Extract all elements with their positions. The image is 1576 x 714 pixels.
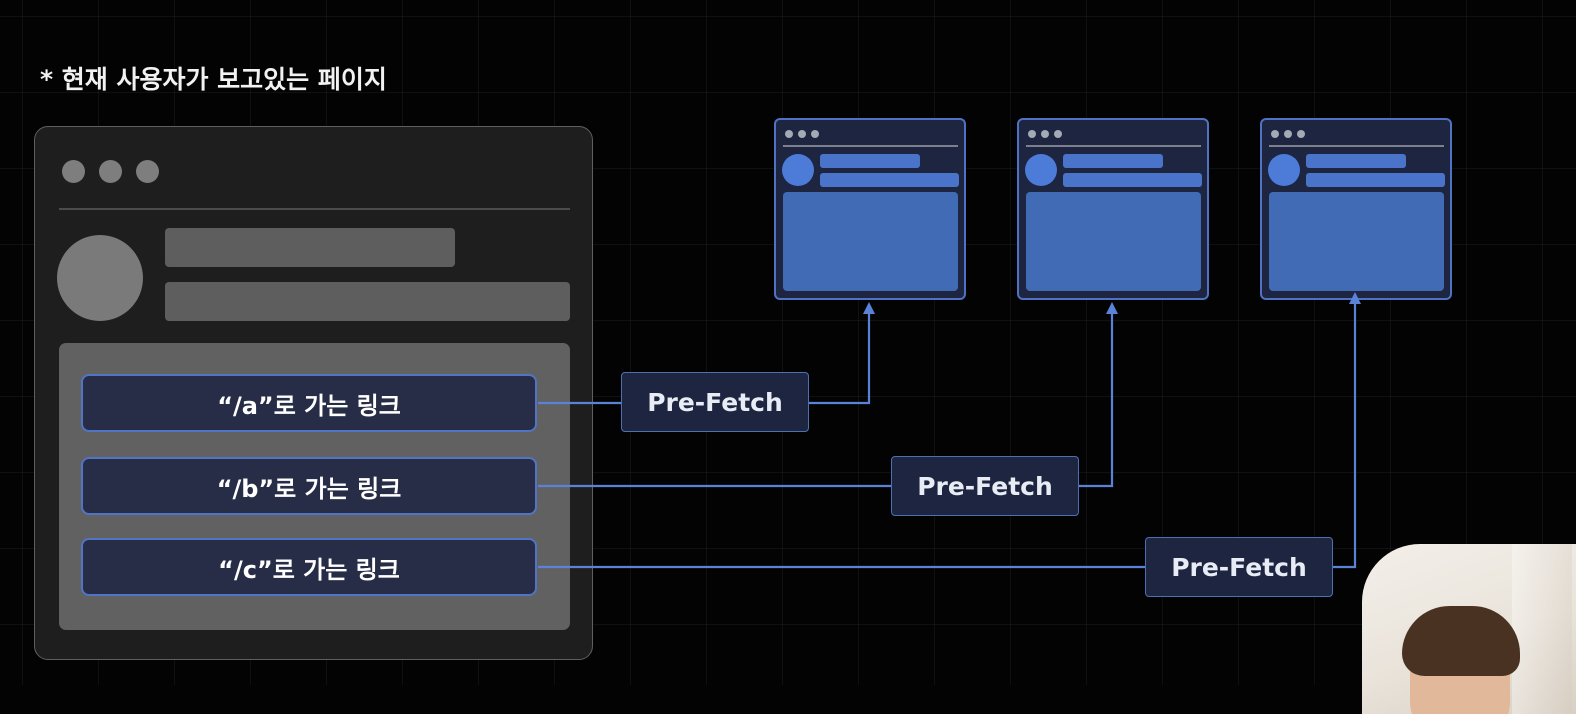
mini-dot: [1284, 130, 1292, 138]
prefetch-label-a: Pre-Fetch: [621, 372, 809, 432]
mini-dot: [1297, 130, 1305, 138]
arrow-up-icon: [863, 302, 875, 314]
mini-dot: [798, 130, 806, 138]
mini-title-bar: [1306, 154, 1406, 168]
mini-avatar: [782, 154, 814, 186]
presenter-hair: [1402, 606, 1520, 676]
webcam-background: [1512, 544, 1572, 714]
mini-divider: [1026, 145, 1201, 147]
mini-content: [783, 192, 958, 291]
mini-avatar: [1025, 154, 1057, 186]
mini-divider: [1269, 145, 1444, 147]
mini-subtitle-bar: [820, 173, 959, 187]
link-c[interactable]: “/c”로 가는 링크: [81, 538, 537, 596]
prefetched-page-b: [1017, 118, 1209, 300]
mini-content: [1269, 192, 1444, 291]
arrow-up-icon: [1106, 302, 1118, 314]
window-dot: [62, 160, 85, 183]
connector-b: [538, 312, 1114, 488]
link-a[interactable]: “/a”로 가는 링크: [81, 374, 537, 432]
mini-content: [1026, 192, 1201, 291]
prefetched-page-a: [774, 118, 966, 300]
link-b[interactable]: “/b”로 가는 링크: [81, 457, 537, 515]
title-placeholder: [165, 228, 455, 267]
window-divider: [59, 208, 570, 210]
mini-dot: [1028, 130, 1036, 138]
connector-c: [538, 302, 1357, 569]
mini-dot: [1041, 130, 1049, 138]
mini-dot: [1271, 130, 1279, 138]
window-dot: [99, 160, 122, 183]
mini-title-bar: [820, 154, 920, 168]
connector-layer: [538, 292, 1361, 569]
mini-dot: [1054, 130, 1062, 138]
presenter-webcam: [1362, 544, 1576, 714]
mini-subtitle-bar: [1306, 173, 1445, 187]
mini-subtitle-bar: [1063, 173, 1202, 187]
arrow-up-icon: [1349, 292, 1361, 304]
current-page-window: “/a”로 가는 링크 “/b”로 가는 링크 “/c”로 가는 링크: [34, 126, 593, 660]
mini-avatar: [1268, 154, 1300, 186]
subtitle-placeholder: [165, 282, 570, 321]
mini-dot: [811, 130, 819, 138]
mini-divider: [783, 145, 958, 147]
window-dot: [136, 160, 159, 183]
prefetch-label-b: Pre-Fetch: [891, 456, 1079, 516]
mini-dot: [785, 130, 793, 138]
avatar-placeholder: [57, 235, 143, 321]
diagram-heading: * 현재 사용자가 보고있는 페이지: [40, 65, 387, 94]
mini-title-bar: [1063, 154, 1163, 168]
prefetch-label-c: Pre-Fetch: [1145, 537, 1333, 597]
content-area: “/a”로 가는 링크 “/b”로 가는 링크 “/c”로 가는 링크: [59, 343, 570, 630]
